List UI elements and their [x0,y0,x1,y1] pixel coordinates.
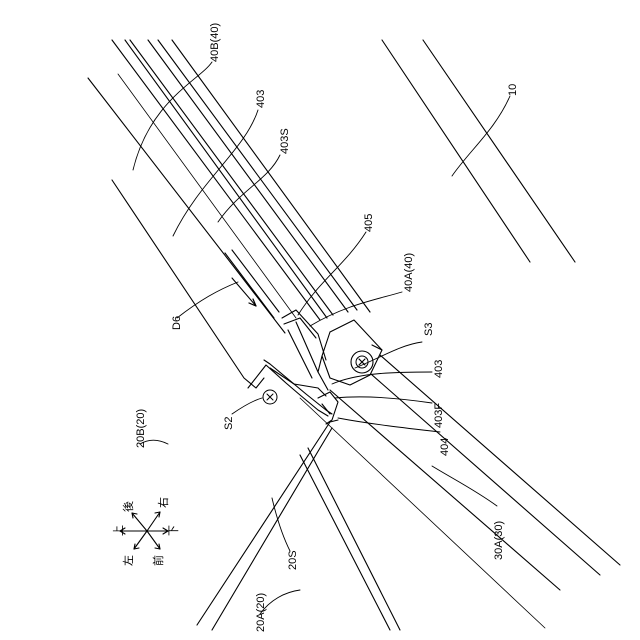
label-20S: 20S [287,550,299,570]
direction-arrow-D6 [232,278,256,306]
bracket-40A [318,320,382,390]
label-403-mid: 403 [433,360,445,378]
clip-404 [318,392,338,424]
rail-40B [112,40,370,320]
member-10 [382,40,575,262]
label-D6: D6 [171,316,183,330]
label-403S: 403S [279,128,291,154]
compass-right: 右 [156,497,170,508]
label-20B: 20B(20) [135,409,147,448]
compass-back: 後 [121,501,135,512]
label-404: 404 [439,438,451,456]
direction-compass: 上 下 後 右 左 前 [112,497,180,566]
reference-labels: 40B(40) 403 403S 10 405 40A(40) S3 D6 40… [135,23,519,632]
label-30A: 30A(30) [493,521,505,560]
label-40A: 40A(40) [403,253,415,292]
compass-up: 上 [112,525,125,536]
label-403-top: 403 [255,90,267,108]
compass-left: 左 [122,555,135,566]
label-10: 10 [507,84,519,96]
compass-down: 下 [168,525,180,536]
member-30A [300,348,620,628]
label-S2: S2 [223,417,235,430]
label-40B: 40B(40) [209,23,221,62]
part-405 [270,310,326,396]
label-20A: 20A(20) [255,593,267,632]
member-20A [197,420,400,630]
label-405: 405 [363,214,375,232]
label-403F: 403F [433,403,445,428]
compass-front: 前 [151,555,165,566]
label-S3: S3 [423,323,435,336]
